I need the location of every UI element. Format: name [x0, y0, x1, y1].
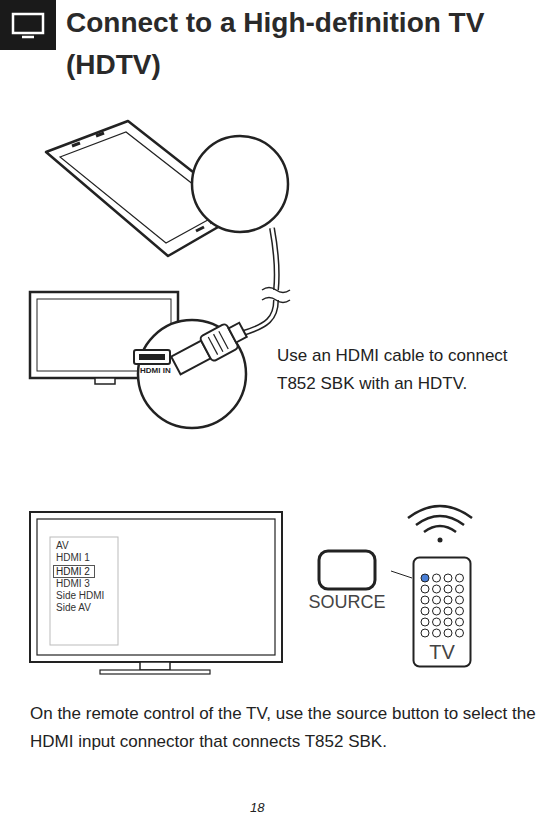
instruction-text: On the remote control of the TV, use the… — [30, 700, 540, 756]
menu-item: AV — [56, 540, 69, 552]
page-number: 18 — [250, 800, 264, 815]
connector-line — [391, 571, 412, 578]
remote-control: TV — [412, 556, 472, 668]
menu-item: HDMI 1 — [56, 552, 90, 564]
button-shape — [303, 548, 391, 592]
remote-label: TV — [412, 641, 472, 664]
button-label: SOURCE — [303, 592, 391, 613]
menu-item: Side AV — [56, 602, 91, 614]
menu-item: Side HDMI — [56, 590, 104, 602]
page-title: Connect to a High-definition TV (HDTV) — [66, 2, 538, 86]
menu-item: HDMI 3 — [56, 578, 90, 590]
selected-menu-item: HDMI 2 — [53, 565, 95, 578]
menu-item: HDMI 2 — [56, 566, 90, 577]
instruction-text: Use an HDMI cable to connect T852 SBK wi… — [277, 342, 539, 398]
port-label: HDMI IN — [140, 366, 171, 375]
source-button: SOURCE — [303, 548, 391, 613]
